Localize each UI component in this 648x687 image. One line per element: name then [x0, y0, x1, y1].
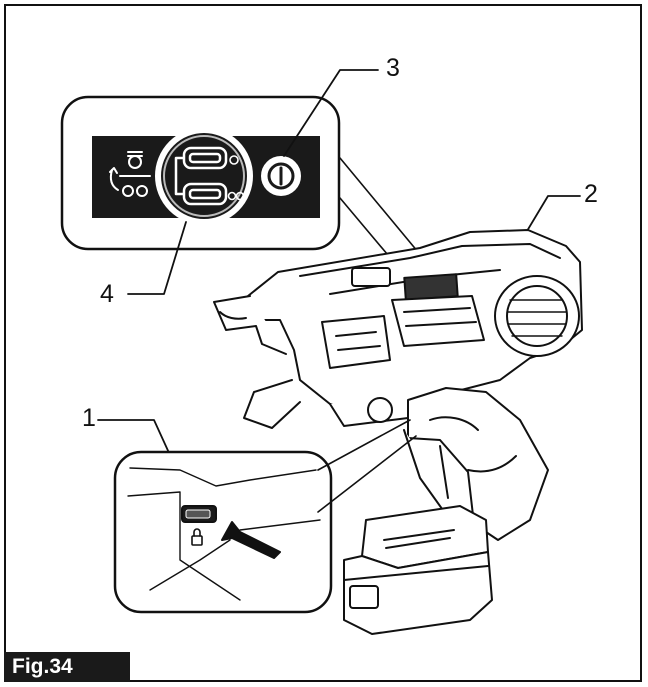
wire-reset-icon [109, 151, 151, 197]
zoom-lines-bottom [317, 419, 417, 513]
switch-inset [113, 450, 333, 614]
callout-4: 4 [100, 280, 114, 308]
push-arrow [221, 521, 281, 559]
display-window [403, 273, 459, 301]
tool-body [213, 229, 583, 429]
callout-3: 3 [386, 54, 400, 82]
callout-2: 2 [584, 180, 598, 208]
lock-icon [191, 528, 203, 546]
mode-buttons [174, 146, 228, 206]
control-panel-inset [60, 95, 341, 251]
battery-pack [343, 505, 493, 635]
callout-1: 1 [82, 404, 96, 432]
figure-label: Fig.34 [4, 652, 130, 682]
tie-count-icons [227, 155, 245, 201]
handle-and-hand [403, 387, 549, 541]
